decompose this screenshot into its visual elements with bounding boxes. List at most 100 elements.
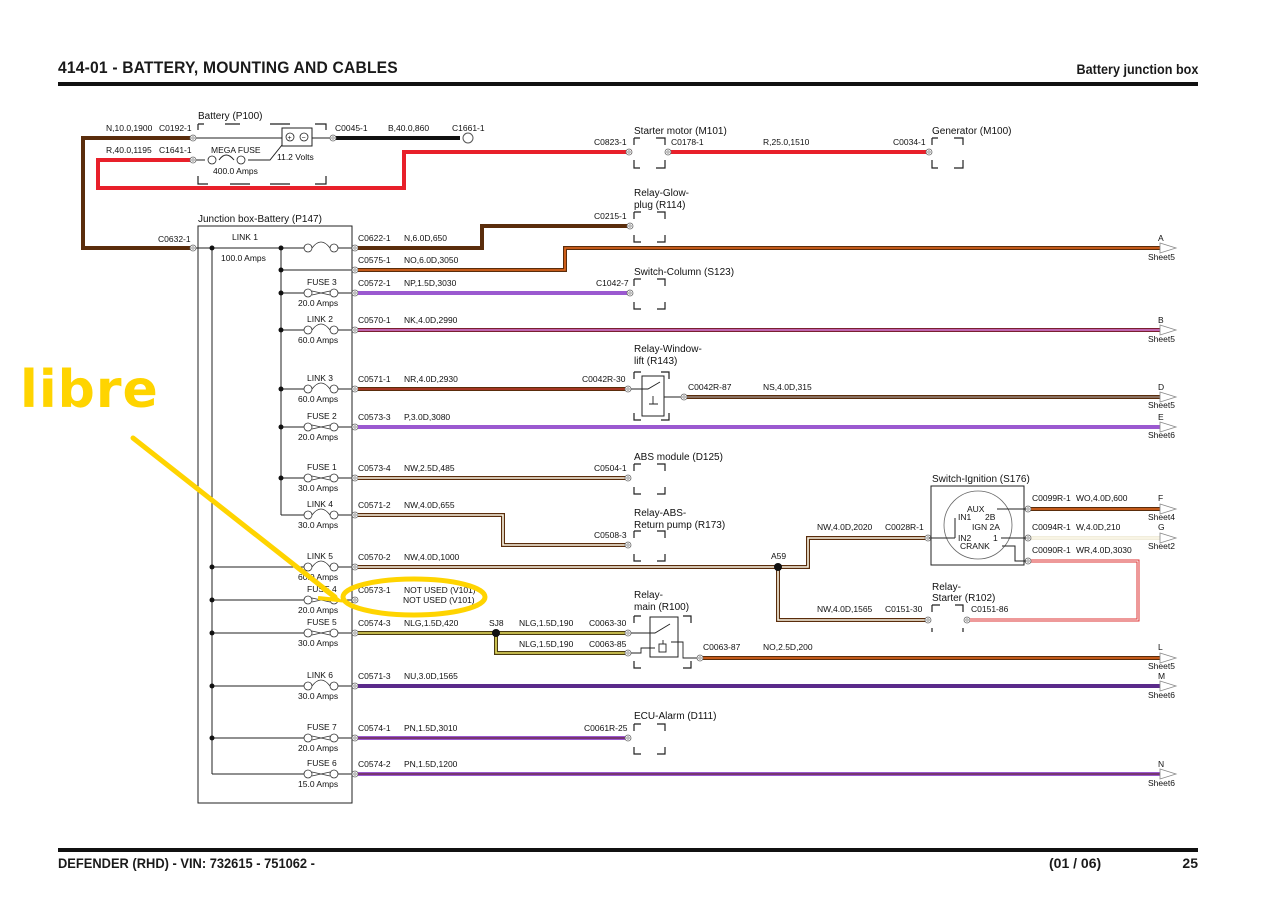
connector-icon	[351, 563, 359, 571]
connector-label: C0622-1	[358, 233, 391, 243]
connector-icon	[351, 423, 359, 431]
offsheet-arrow-icon	[1159, 421, 1178, 433]
component-label: Relay-Glow-	[634, 188, 689, 199]
component-label: Starter motor (M101)	[634, 126, 727, 137]
fuse-label: FUSE 4	[307, 584, 337, 594]
wire-code: NW,4.0D,2020	[817, 522, 873, 532]
ignition-switch: Switch-Ignition (S176) AUX IN1 2B IGN 2A…	[929, 474, 1030, 566]
wire-code: R,40.0,1195	[106, 145, 152, 155]
fuse-label: FUSE 1	[307, 462, 337, 472]
ground-terminal-icon	[462, 132, 474, 144]
mega-fuse-icon	[236, 155, 246, 165]
component-label: Switch-Column (S123)	[634, 267, 734, 278]
connector-label: C0151-30	[885, 604, 923, 614]
component-label: Relay-	[634, 590, 663, 601]
offsheet-label: A	[1158, 233, 1164, 243]
component-outline	[633, 530, 666, 562]
pin-label: 2B	[985, 512, 996, 522]
component-label: plug (R114)	[634, 200, 686, 211]
wire-nw-2020-tracer	[778, 537, 928, 568]
wire-code: NLG,1.5D,420	[404, 618, 459, 628]
connector-icon	[351, 385, 359, 393]
wire-code: N,6.0D,650	[404, 233, 447, 243]
component-label: Generator (M100)	[932, 126, 1011, 137]
offsheet-label: B	[1158, 315, 1164, 325]
connector-label: C0571-3	[358, 671, 391, 681]
wire-code: WR,4.0D,3030	[1076, 545, 1132, 555]
wire-no-6	[358, 246, 1160, 272]
sheet-label: Sheet6	[1148, 430, 1175, 440]
offsheet-label: E	[1158, 412, 1164, 422]
sheet-label: Sheet5	[1148, 661, 1175, 671]
relay-starter: Relay- Starter (R102)	[931, 582, 995, 632]
connector-icon	[680, 393, 688, 401]
fuse-label: LINK 5	[307, 551, 333, 561]
wire-code: B,40.0,860	[388, 123, 429, 133]
offsheet-arrow-icon	[1159, 680, 1178, 692]
splice-sj8-icon	[492, 629, 500, 637]
connector-icon	[351, 682, 359, 690]
fuse-icon	[311, 290, 331, 296]
circuit-wires	[358, 222, 1178, 780]
connector-label: C0572-1	[358, 278, 391, 288]
offsheet-label: D	[1158, 382, 1164, 392]
splice-a59-icon	[774, 563, 782, 571]
connector-icon	[351, 244, 359, 252]
connector-label: C0063-30	[589, 618, 627, 628]
wire-nw-4-655	[358, 513, 628, 547]
connector-icon	[351, 326, 359, 334]
fuse-label: FUSE 2	[307, 411, 337, 421]
wire-nw-1565-tracer	[777, 567, 928, 621]
pin-label: IGN 2A	[972, 522, 1000, 532]
pin-label: IN1	[958, 512, 972, 522]
sheet-label: Sheet5	[1148, 252, 1175, 262]
fuse-label: LINK 2	[307, 314, 333, 324]
component-outline	[633, 463, 666, 495]
fusible-link-icon	[311, 382, 331, 390]
component-label: Switch-Ignition (S176)	[932, 474, 1030, 485]
sheet-label: Sheet5	[1148, 334, 1175, 344]
connector-icon	[624, 541, 632, 549]
fuse-icon	[311, 424, 331, 430]
splice-label: A59	[771, 551, 786, 561]
connector-label: C1661-1	[452, 123, 485, 133]
offsheet-arrow-icon	[1159, 391, 1178, 403]
pin-label: IN2	[958, 533, 972, 543]
connector-label: C0215-1	[594, 211, 627, 221]
fuse-icon	[311, 630, 331, 636]
offsheet-label: G	[1158, 522, 1165, 532]
wire-code: PN,1.5D,1200	[404, 759, 458, 769]
pin-label: 1	[993, 533, 998, 543]
component-label: ECU-Alarm (D111)	[634, 711, 716, 722]
wire-code: NR,4.0D,2930	[404, 374, 458, 384]
offsheet-arrow-icon	[1159, 652, 1178, 664]
fuse-rating: 30.0 Amps	[298, 483, 338, 493]
offsheet-label: N	[1158, 759, 1164, 769]
pin-label: CRANK	[960, 541, 990, 551]
connector-label: C0094R-1	[1032, 522, 1071, 532]
fusible-link-icon	[311, 241, 331, 249]
connector-icon	[351, 770, 359, 778]
battery-plus: +	[288, 135, 292, 142]
offsheet-label: M	[1158, 671, 1165, 681]
component-label: Relay-	[932, 582, 961, 593]
connector-icon	[696, 654, 704, 662]
component-label: lift (R143)	[634, 356, 677, 367]
wire-code: NW,4.0D,1000	[404, 552, 460, 562]
component-label: Starter (R102)	[932, 593, 995, 604]
wire-code: NW,4.0D,655	[404, 500, 455, 510]
connector-label: C0571-2	[358, 500, 391, 510]
connector-label: C0823-1	[594, 137, 627, 147]
not-used-label: NOT USED (V101)	[403, 595, 475, 605]
connector-label: C0632-1	[158, 234, 191, 244]
offsheet-arrow-icon	[1159, 324, 1178, 336]
wire-nw-2020	[778, 536, 928, 569]
junction-box-label: Junction box-Battery (P147)	[198, 214, 322, 225]
fuse-rating: 20.0 Amps	[298, 605, 338, 615]
wire-code: NW,4.0D,1565	[817, 604, 873, 614]
page-number: 25	[1182, 855, 1198, 871]
connector-label: C0028R-1	[885, 522, 924, 532]
offsheet-arrow-icon	[1159, 503, 1178, 515]
connector-label: C0575-1	[358, 255, 391, 265]
